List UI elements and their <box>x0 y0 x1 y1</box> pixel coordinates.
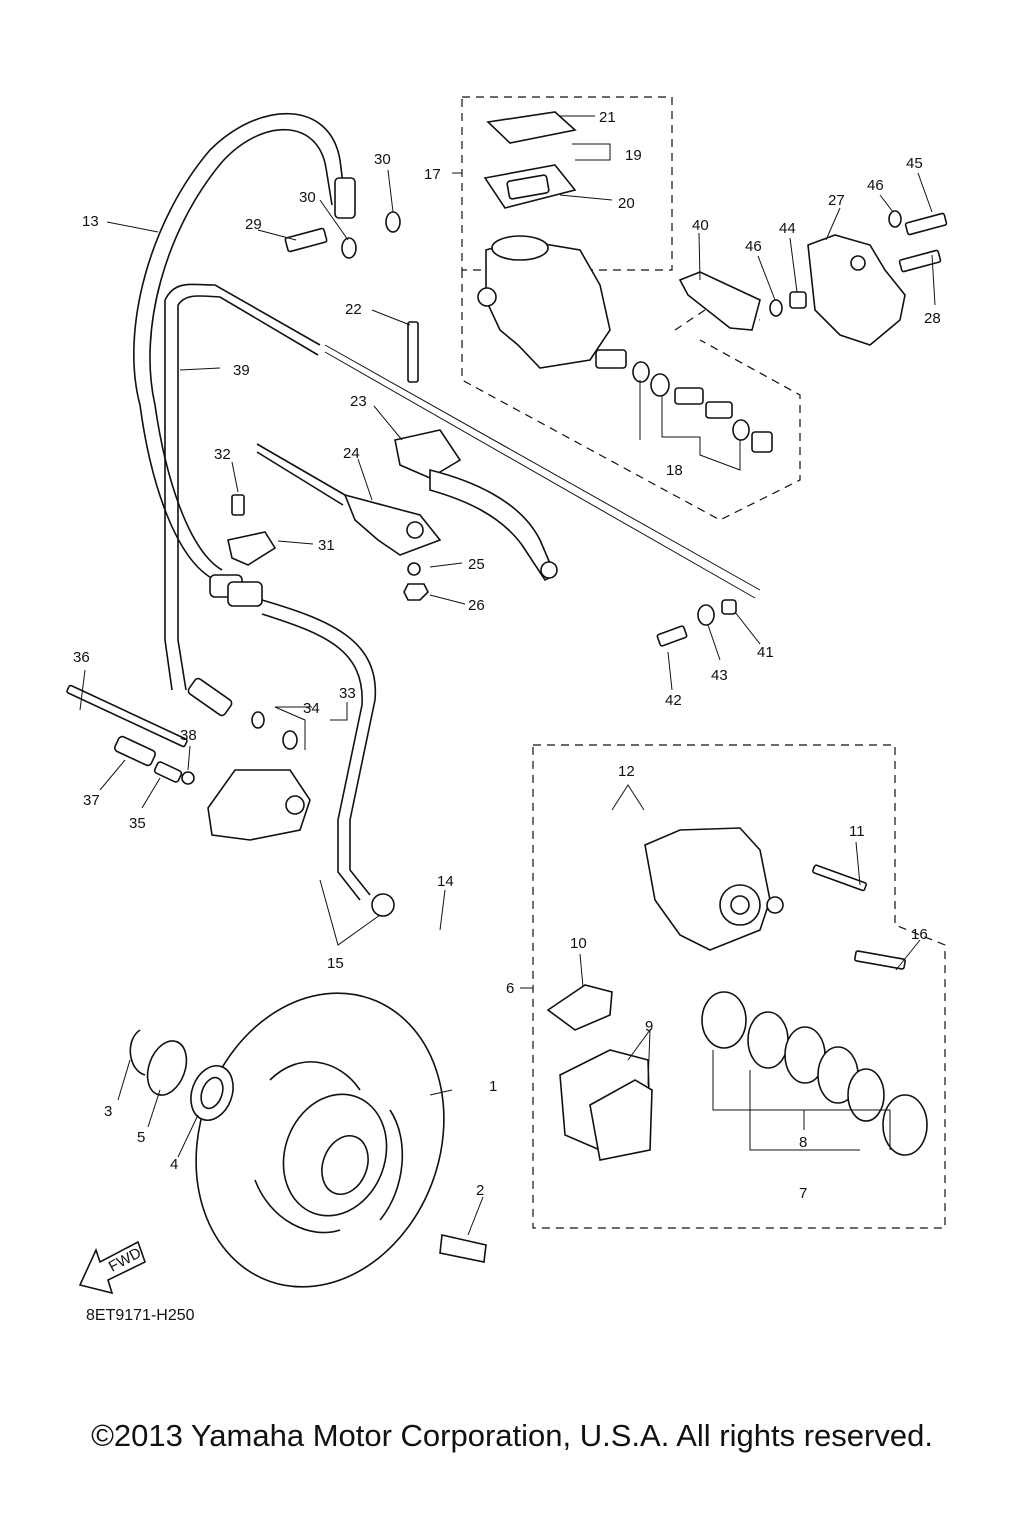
bracket-assembly <box>678 210 948 346</box>
callout-6: 6 <box>506 980 514 997</box>
rear-caliper <box>66 684 311 841</box>
callout-19: 19 <box>625 147 642 164</box>
callout-38: 38 <box>180 727 197 744</box>
assembly-boxes <box>461 96 946 1229</box>
callout-33: 33 <box>339 685 356 702</box>
callout-8: 8 <box>799 1134 807 1151</box>
callout-35: 35 <box>129 815 146 832</box>
brake-rotor <box>129 992 487 1288</box>
callout-13: 13 <box>82 213 99 230</box>
callout-42: 42 <box>665 692 682 709</box>
callout-30b: 30 <box>374 151 391 168</box>
callout-36: 36 <box>73 649 90 666</box>
callout-16: 16 <box>911 926 928 943</box>
callout-4: 4 <box>170 1156 178 1173</box>
callout-46a: 46 <box>867 177 884 194</box>
callout-18: 18 <box>666 462 683 479</box>
piston-kit <box>595 349 773 471</box>
callout-labels: 1 2 3 4 5 6 7 8 9 10 11 12 13 14 15 16 1… <box>73 109 941 1202</box>
callout-34: 34 <box>303 700 320 717</box>
callout-21: 21 <box>599 109 616 126</box>
callout-1: 1 <box>489 1078 497 1095</box>
clutch-cable <box>164 283 761 717</box>
callout-3: 3 <box>104 1103 112 1120</box>
callout-39: 39 <box>233 362 250 379</box>
callout-44: 44 <box>779 220 796 237</box>
callout-30a: 30 <box>299 189 316 206</box>
callout-25: 25 <box>468 556 485 573</box>
callout-9: 9 <box>645 1018 653 1035</box>
callout-27: 27 <box>828 192 845 209</box>
master-cylinder <box>477 111 611 369</box>
brake-hose <box>133 112 356 598</box>
diagram-code: 8ET9171-H250 <box>86 1307 195 1324</box>
callout-32: 32 <box>214 446 231 463</box>
levers <box>256 429 558 582</box>
callout-2: 2 <box>476 1182 484 1199</box>
callout-31: 31 <box>318 537 335 554</box>
callout-15: 15 <box>327 955 344 972</box>
callout-11: 11 <box>849 823 865 840</box>
callout-5: 5 <box>137 1129 145 1146</box>
callout-7: 7 <box>799 1185 807 1202</box>
callout-10: 10 <box>570 935 587 952</box>
callout-17: 17 <box>424 166 441 183</box>
callout-12: 12 <box>618 763 635 780</box>
front-caliper <box>546 827 928 1161</box>
callout-45: 45 <box>906 155 923 172</box>
callout-14: 14 <box>437 873 454 890</box>
callout-23: 23 <box>350 393 367 410</box>
callout-29: 29 <box>245 216 262 233</box>
leader-lines <box>79 115 936 1236</box>
callout-46b: 46 <box>745 238 762 255</box>
small-parts <box>227 211 737 647</box>
callout-24: 24 <box>343 445 360 462</box>
callout-37: 37 <box>83 792 100 809</box>
callout-28: 28 <box>924 310 941 327</box>
copyright-notice: ©2013 Yamaha Motor Corporation, U.S.A. A… <box>91 1418 933 1453</box>
callout-41: 41 <box>757 644 774 661</box>
callout-43: 43 <box>711 667 728 684</box>
rear-brake-hose <box>227 581 395 917</box>
callout-22: 22 <box>345 301 362 318</box>
callout-26: 26 <box>468 597 485 614</box>
caliper-pistons <box>701 991 928 1156</box>
fwd-arrow-icon: FWD <box>78 1240 146 1295</box>
callout-20: 20 <box>618 195 635 212</box>
callout-40: 40 <box>692 217 709 234</box>
